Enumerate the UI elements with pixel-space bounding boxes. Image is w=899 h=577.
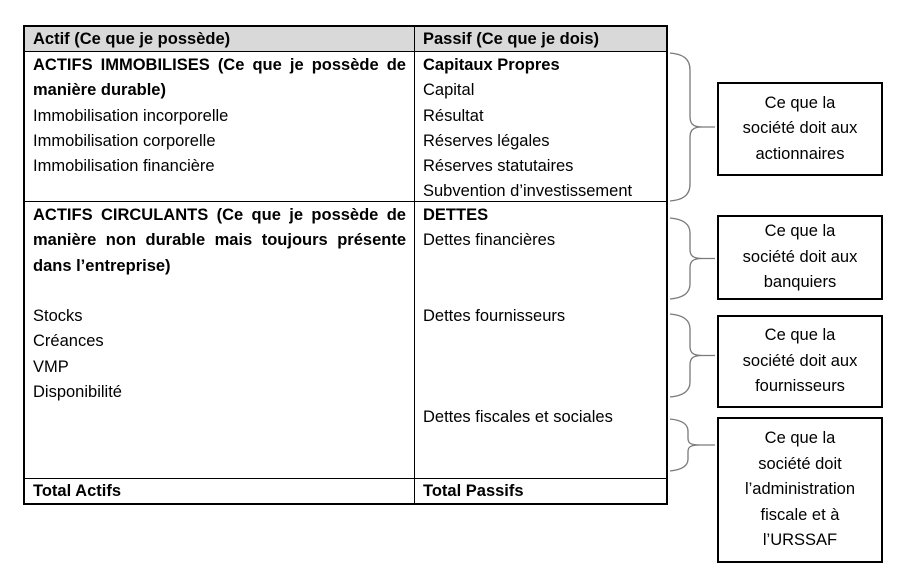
cell-capitaux-propres: Capitaux Propres Capital Résultat Réserv…	[415, 52, 666, 201]
actifs-circulants-title: ACTIFS CIRCULANTS (Ce que je possède de …	[33, 206, 406, 275]
balance-sheet-table: Actif (Ce que je possède) Passif (Ce que…	[23, 25, 668, 505]
note-urssaf: Ce que la société doit l’administration …	[717, 417, 883, 563]
row-immobilises-capitaux: ACTIFS IMMOBILISES (Ce que je possède de…	[25, 51, 666, 201]
note-fournisseurs: Ce que la société doit aux fournisseurs	[717, 315, 883, 408]
total-passifs: Total Passifs	[423, 482, 524, 500]
table-header-row: Actif (Ce que je possède) Passif (Ce que…	[25, 27, 666, 51]
capitaux-propres-items: Capital Résultat Réserves légales Réserv…	[423, 81, 633, 201]
actifs-immobilises-items: Immobilisation incorporelle Immobilisati…	[33, 106, 229, 176]
cell-actifs-immobilises: ACTIFS IMMOBILISES (Ce que je possède de…	[25, 52, 415, 201]
brace-dettes-fiscales-icon	[669, 418, 715, 472]
cell-dettes: DETTES Dettes financières Dettes fournis…	[415, 202, 666, 478]
dettes-title: DETTES	[423, 206, 489, 224]
total-actifs: Total Actifs	[25, 479, 415, 503]
brace-capitaux-propres-icon	[669, 52, 715, 202]
brace-dettes-financieres-icon	[669, 217, 715, 300]
brace-dettes-fournisseurs-icon	[669, 313, 715, 398]
note-banquiers: Ce que la société doit aux banquiers	[717, 215, 883, 300]
row-circulants-dettes: ACTIFS CIRCULANTS (Ce que je possède de …	[25, 201, 666, 478]
header-passif: Passif (Ce que je dois)	[423, 30, 600, 48]
capitaux-propres-title: Capitaux Propres	[423, 56, 560, 74]
cell-actifs-circulants: ACTIFS CIRCULANTS (Ce que je possède de …	[25, 202, 415, 478]
note-actionnaires: Ce que la société doit aux actionnaires	[717, 82, 883, 176]
actifs-circulants-items: Stocks Créances VMP Disponibilité	[33, 307, 122, 402]
actifs-immobilises-title: ACTIFS IMMOBILISES (Ce que je possède de…	[33, 56, 406, 100]
header-actif: Actif (Ce que je possède)	[25, 27, 415, 51]
row-totals: Total Actifs Total Passifs	[25, 478, 666, 503]
dettes-items: Dettes financières Dettes fournisseurs D…	[423, 231, 613, 427]
